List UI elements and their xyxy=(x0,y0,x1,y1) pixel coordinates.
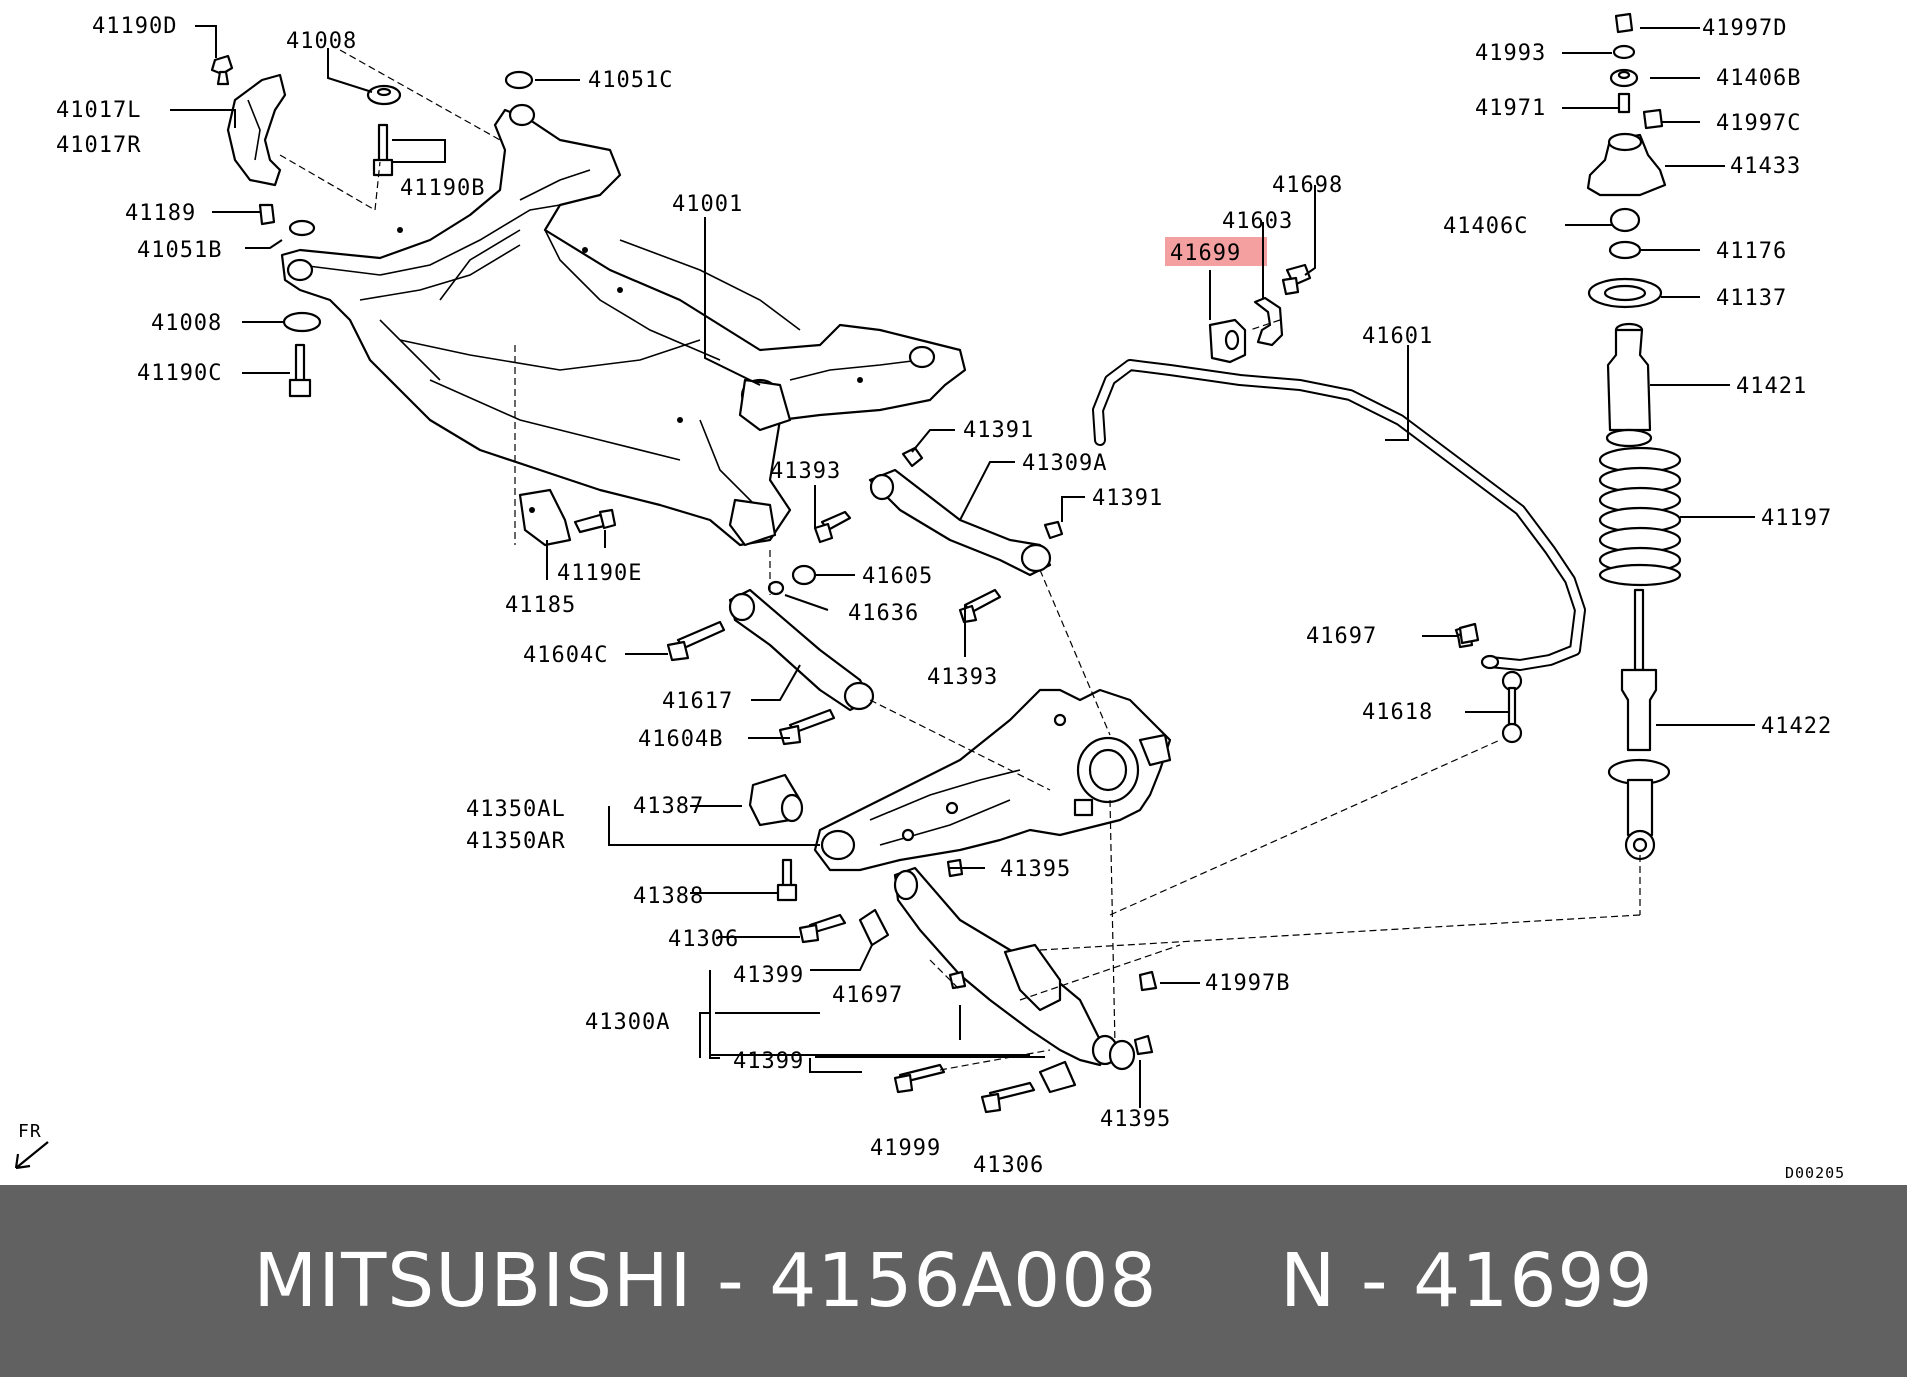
label-41306: 41306 xyxy=(973,1153,1044,1178)
label-41618: 41618 xyxy=(1362,700,1433,725)
label-41388: 41388 xyxy=(633,884,704,909)
exploded-view-drawing: 41190D 41008 41051C 41017L 41017R 41190B… xyxy=(14,12,1845,1182)
label-41391: 41391 xyxy=(963,418,1034,443)
label-41387: 41387 xyxy=(633,794,704,819)
mount-block-icon xyxy=(518,488,617,547)
label-41306: 41306 xyxy=(668,927,739,952)
label-41197: 41197 xyxy=(1761,506,1832,531)
label-41350AL: 41350AL xyxy=(466,797,566,822)
label-41309A: 41309A xyxy=(1022,451,1107,476)
label-41699-highlighted: 41699 xyxy=(1170,241,1241,266)
reference-number: 41699 xyxy=(1413,1238,1654,1324)
label-41604C: 41604C xyxy=(523,643,608,668)
drawing-code: D00205 xyxy=(1785,1164,1845,1182)
reference-prefix: N xyxy=(1280,1238,1337,1324)
label-41185: 41185 xyxy=(505,593,576,618)
upper-arm-icon xyxy=(767,446,1064,624)
label-41017L: 41017L xyxy=(56,98,141,123)
label-41605: 41605 xyxy=(862,564,933,589)
alignment-lines xyxy=(279,49,1641,1071)
label-41189: 41189 xyxy=(125,201,196,226)
brand-name: MITSUBISHI xyxy=(253,1238,693,1324)
coil-spring-icon xyxy=(1598,446,1682,587)
label-41001: 41001 xyxy=(672,192,743,217)
label-41697: 41697 xyxy=(832,983,903,1008)
stabilizer-bushing-icon xyxy=(1208,318,1247,364)
label-41997D: 41997D xyxy=(1702,16,1787,41)
label-41697: 41697 xyxy=(1306,624,1377,649)
label-41971: 41971 xyxy=(1475,96,1546,121)
label-41604B: 41604B xyxy=(638,727,723,752)
label-41399: 41399 xyxy=(733,963,804,988)
label-41617: 41617 xyxy=(662,689,733,714)
label-41421: 41421 xyxy=(1736,374,1807,399)
front-label: FR xyxy=(18,1121,42,1142)
label-41051B: 41051B xyxy=(137,238,222,263)
nut-icon xyxy=(1458,622,1480,645)
bolt-icon xyxy=(1281,263,1312,296)
label-41997C: 41997C xyxy=(1716,111,1801,136)
bracket-icon xyxy=(226,73,287,187)
label-41391: 41391 xyxy=(1092,486,1163,511)
label-41997B: 41997B xyxy=(1205,971,1290,996)
highlight-box xyxy=(1165,237,1267,266)
label-41999: 41999 xyxy=(870,1136,941,1161)
parts-diagram: 41190D 41008 41051C 41017L 41017R 41190B… xyxy=(14,12,1845,1182)
shock-absorber-icon xyxy=(1607,588,1671,861)
caption-text: MITSUBISHI - 4156A008 N - 41699 xyxy=(253,1238,1654,1324)
trailing-arm-knuckle-icon xyxy=(813,688,1172,872)
label-41008: 41008 xyxy=(286,29,357,54)
label-41176: 41176 xyxy=(1716,239,1787,264)
stabilizer-bar-icon xyxy=(1092,359,1586,671)
label-41698: 41698 xyxy=(1272,173,1343,198)
label-41601: 41601 xyxy=(1362,324,1433,349)
label-41393: 41393 xyxy=(770,459,841,484)
label-41190B: 41190B xyxy=(400,176,485,201)
lower-link-icon xyxy=(666,588,875,746)
lower-control-arm-icon xyxy=(798,858,1158,1114)
bushing-icon xyxy=(748,773,804,902)
label-41393: 41393 xyxy=(927,665,998,690)
label-41190C: 41190C xyxy=(137,361,222,386)
label-41406B: 41406B xyxy=(1716,66,1801,91)
label-41137: 41137 xyxy=(1716,286,1787,311)
label-41350AR: 41350AR xyxy=(466,829,566,854)
label-41406C: 41406C xyxy=(1443,214,1528,239)
label-41433: 41433 xyxy=(1730,154,1801,179)
caption-bar: MITSUBISHI - 4156A008 N - 41699 xyxy=(0,1185,1907,1377)
leader-lines xyxy=(170,25,1755,1108)
front-arrow-icon xyxy=(14,1141,49,1170)
crossmember-subframe-icon xyxy=(280,103,967,547)
label-41395: 41395 xyxy=(1000,857,1071,882)
label-41190E: 41190E xyxy=(557,561,642,586)
label-41051C: 41051C xyxy=(588,68,673,93)
label-41603: 41603 xyxy=(1222,209,1293,234)
label-41395: 41395 xyxy=(1100,1107,1171,1132)
part-labels: 41190D 41008 41051C 41017L 41017R 41190B… xyxy=(56,14,1832,1178)
front-direction-marker: FR xyxy=(14,1121,49,1170)
label-41008: 41008 xyxy=(151,311,222,336)
strut-assembly-icon xyxy=(1586,12,1667,448)
stabilizer-bracket-icon xyxy=(1253,296,1284,347)
label-41636: 41636 xyxy=(848,601,919,626)
part-number: 4156A008 xyxy=(769,1238,1158,1324)
label-41422: 41422 xyxy=(1761,714,1832,739)
label-41399: 41399 xyxy=(733,1049,804,1074)
label-41300A: 41300A xyxy=(585,1010,670,1035)
label-41190D: 41190D xyxy=(92,14,177,39)
label-41017R: 41017R xyxy=(56,133,141,158)
label-41993: 41993 xyxy=(1475,41,1546,66)
